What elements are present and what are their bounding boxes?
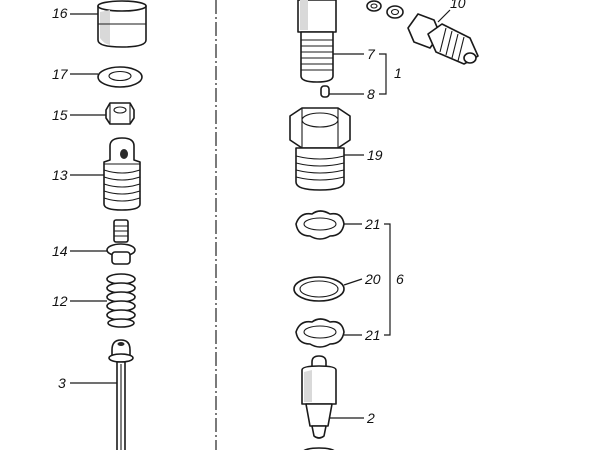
part-3-push-rod — [108, 339, 134, 450]
leader-20 — [343, 278, 363, 286]
part-17-washer — [97, 66, 143, 88]
part-14-spring-seat — [106, 219, 136, 265]
label-13: 13 — [52, 167, 68, 183]
bracket-1 — [379, 53, 387, 95]
label-15: 15 — [52, 107, 68, 123]
label-3: 3 — [58, 375, 66, 391]
part-12-coil-spring — [106, 273, 136, 328]
leader-10 — [437, 9, 451, 23]
label-12: 12 — [52, 293, 68, 309]
label-20: 20 — [364, 271, 381, 287]
label-14: 14 — [52, 243, 68, 259]
label-2: 2 — [366, 410, 375, 426]
label-17: 17 — [52, 66, 69, 82]
label-8: 8 — [367, 86, 375, 102]
part-13-adjusting-screw — [103, 137, 141, 211]
label-19: 19 — [367, 147, 383, 163]
label-16: 16 — [52, 5, 68, 21]
part-21-lower-wave-washer — [295, 318, 345, 348]
part-2-nozzle — [301, 355, 337, 450]
label-7: 7 — [367, 46, 376, 62]
bracket-6 — [384, 223, 391, 336]
part-1-injector-body — [297, 0, 337, 83]
label-6: 6 — [396, 271, 404, 287]
part-20-sealing-ring — [293, 276, 345, 302]
part-16-cap — [97, 0, 147, 48]
part-8-pin — [320, 85, 330, 98]
part-15-hex-nut — [105, 102, 135, 125]
part-10-fitting — [366, 0, 479, 65]
label-1: 1 — [394, 65, 402, 81]
part-19-nozzle-nut — [289, 107, 351, 191]
part-21-upper-wave-washer — [295, 210, 345, 240]
label-21-lower: 21 — [364, 327, 381, 343]
label-21-upper: 21 — [364, 216, 381, 232]
label-10: 10 — [450, 0, 466, 11]
